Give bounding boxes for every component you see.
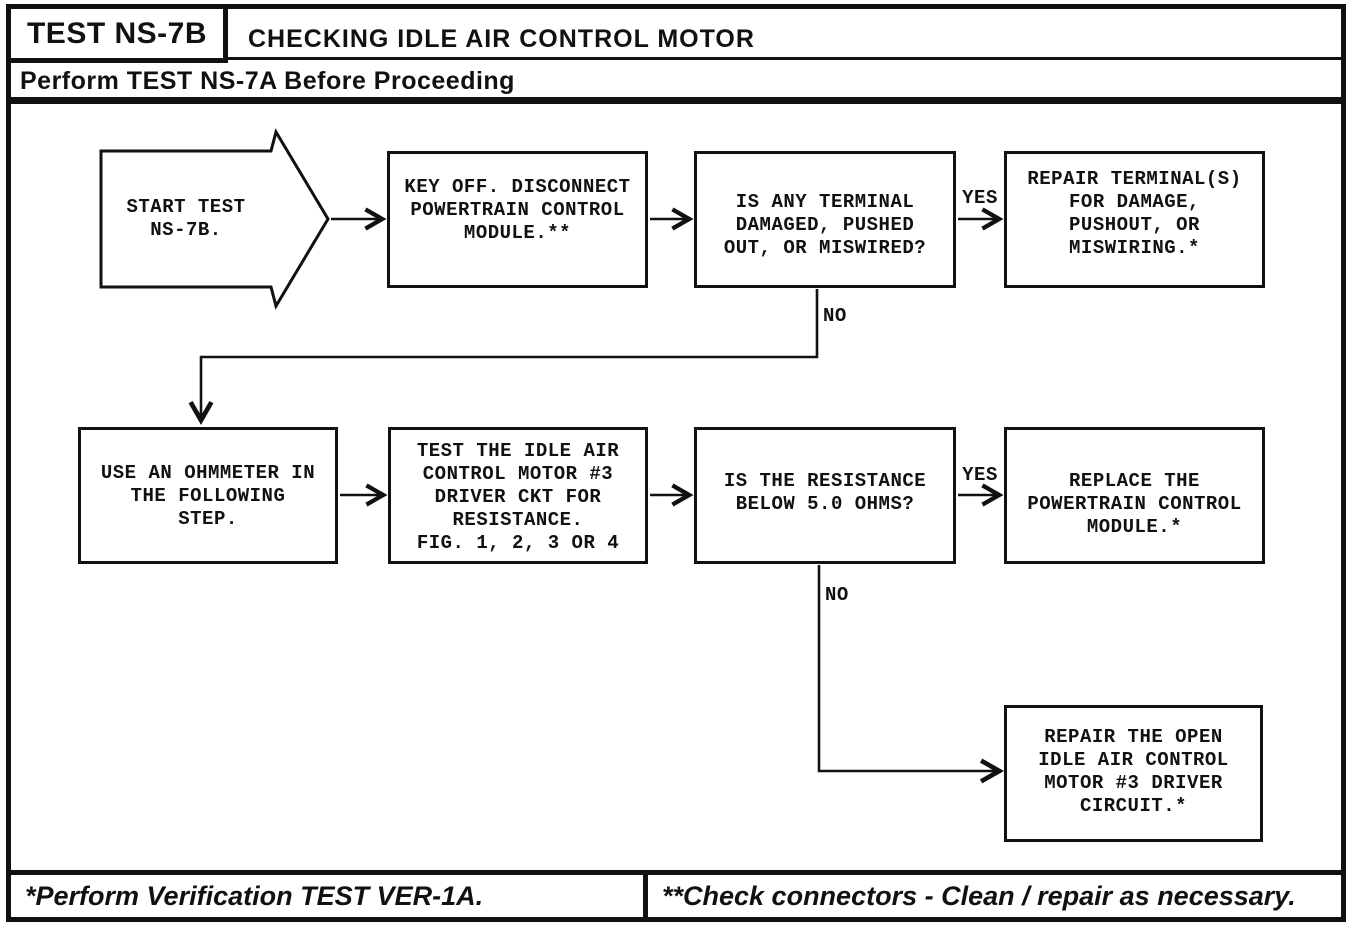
footer-note-verification: *Perform Verification TEST VER-1A. <box>25 881 484 911</box>
edge-label-yes-resistance: YES <box>962 464 998 486</box>
node-repair-terminal-text: REPAIR TERMINAL(S) FOR DAMAGE, PUSHOUT, … <box>1027 168 1242 259</box>
node-terminal-question: IS ANY TERMINAL DAMAGED, PUSHED OUT, OR … <box>694 151 956 288</box>
node-repair-terminal: REPAIR TERMINAL(S) FOR DAMAGE, PUSHOUT, … <box>1004 151 1265 288</box>
node-replace-pcm-text: REPLACE THE POWERTRAIN CONTROL MODULE.* <box>1027 470 1242 538</box>
node-resistance-question-text: IS THE RESISTANCE BELOW 5.0 OHMS? <box>723 470 927 515</box>
node-use-ohmmeter-text: USE AN OHMMETER IN THE FOLLOWING STEP. <box>100 462 316 530</box>
edge-label-no-resistance: NO <box>825 584 849 606</box>
page-subtitle: Perform TEST NS-7A Before Proceeding <box>20 67 515 95</box>
connector-no-to-use-ohmmeter <box>188 289 819 426</box>
node-test-driver-ckt-text: TEST THE IDLE AIR CONTROL MOTOR #3 DRIVE… <box>416 440 620 554</box>
title-row-divider <box>226 57 1346 60</box>
node-key-off: KEY OFF. DISCONNECT POWERTRAIN CONTROL M… <box>387 151 648 288</box>
outer-frame <box>6 4 1346 922</box>
node-key-off-text: KEY OFF. DISCONNECT POWERTRAIN CONTROL M… <box>404 176 631 244</box>
edge-label-no-terminal: NO <box>823 305 847 327</box>
footer-top-divider <box>6 870 1346 875</box>
header-bottom-divider <box>6 97 1346 104</box>
node-start: START TEST NS-7B. <box>103 153 269 285</box>
connector-no-to-repair-open-circuit <box>817 565 1005 784</box>
edge-label-yes-terminal: YES <box>962 187 998 209</box>
test-id-label: TEST NS-7B <box>26 16 208 50</box>
node-use-ohmmeter: USE AN OHMMETER IN THE FOLLOWING STEP. <box>78 427 338 564</box>
start-arrow-shape <box>99 128 330 310</box>
footer-note-connectors: **Check connectors - Clean / repair as n… <box>662 881 1296 911</box>
footer-cell-divider <box>643 870 648 917</box>
node-test-driver-ckt: TEST THE IDLE AIR CONTROL MOTOR #3 DRIVE… <box>388 427 648 564</box>
node-resistance-question: IS THE RESISTANCE BELOW 5.0 OHMS? <box>694 427 956 564</box>
node-start-text: START TEST NS-7B. <box>126 196 246 241</box>
node-replace-pcm: REPLACE THE POWERTRAIN CONTROL MODULE.* <box>1004 427 1265 564</box>
page-title: CHECKING IDLE AIR CONTROL MOTOR <box>248 25 755 53</box>
node-repair-open-circuit-text: REPAIR THE OPEN IDLE AIR CONTROL MOTOR #… <box>1038 726 1229 817</box>
node-terminal-question-text: IS ANY TERMINAL DAMAGED, PUSHED OUT, OR … <box>723 191 927 259</box>
test-id-box: TEST NS-7B <box>6 4 228 63</box>
node-repair-open-circuit: REPAIR THE OPEN IDLE AIR CONTROL MOTOR #… <box>1004 705 1263 842</box>
